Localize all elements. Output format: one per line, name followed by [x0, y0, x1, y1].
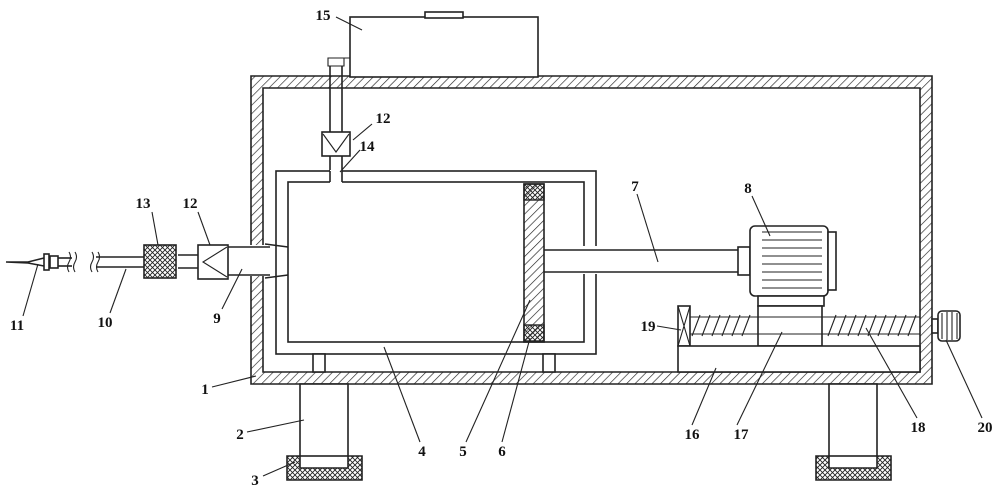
knurled-joint: [143, 244, 177, 279]
label-10: 10: [98, 315, 113, 331]
slider-block: [757, 305, 823, 347]
label-4: 4: [418, 444, 426, 460]
seal-rings: [523, 183, 545, 342]
label-3: 3: [251, 473, 259, 489]
connector-pipe: [178, 254, 198, 269]
piston-rod: [544, 249, 742, 273]
needle: [5, 253, 59, 271]
label-2: 2: [236, 427, 244, 443]
label-19: 19: [641, 319, 656, 335]
upper-check-valve: [321, 131, 351, 157]
label-7: 7: [631, 179, 639, 195]
left-check-valve: [197, 244, 229, 280]
label-5: 5: [459, 444, 467, 460]
top-tank: [349, 11, 539, 78]
hose: [58, 251, 144, 273]
piston: [523, 183, 545, 343]
legs: [299, 383, 878, 457]
bearing: [677, 305, 691, 347]
slide-rail: [677, 345, 921, 373]
lead-screw: [690, 314, 920, 337]
foot-pads: [286, 455, 892, 481]
label-9: 9: [213, 311, 221, 327]
label-13: 13: [136, 196, 151, 212]
label-15: 15: [316, 8, 331, 24]
label-18: 18: [911, 420, 926, 436]
adjust-knob: [931, 310, 961, 342]
part-labels: 15 12 14 13 12 7 8 11 10 9 19 1 2 3 4 5 …: [10, 8, 993, 489]
label-12-upper: 12: [376, 111, 391, 127]
label-17: 17: [734, 427, 750, 443]
label-6: 6: [498, 444, 506, 460]
label-11: 11: [10, 318, 24, 334]
motor: [737, 225, 837, 307]
label-8: 8: [744, 181, 752, 197]
label-1: 1: [201, 382, 209, 398]
label-14: 14: [360, 139, 376, 155]
label-16: 16: [685, 427, 701, 443]
cylinder: [275, 170, 597, 355]
outlet-pipe: [224, 243, 289, 279]
label-20: 20: [978, 420, 993, 436]
leader-lines: [22, 16, 983, 477]
cylinder-supports: [312, 353, 556, 373]
label-12-left: 12: [183, 196, 198, 212]
